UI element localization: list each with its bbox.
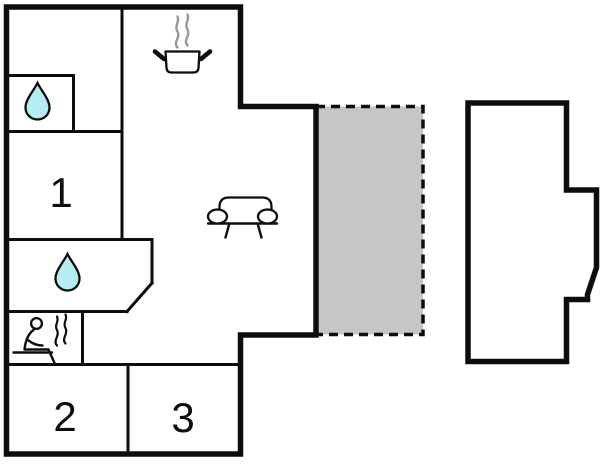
room-label-2: 2 — [53, 393, 77, 440]
terrace-area — [314, 104, 425, 337]
annex-outline — [465, 100, 600, 365]
water-drop-icon — [54, 251, 81, 292]
sofa-icon — [206, 196, 279, 239]
sauna-person-icon — [12, 313, 68, 365]
water-drop-icon — [24, 80, 51, 121]
cooking-pot-icon — [152, 13, 213, 74]
interior-walls — [5, 5, 242, 456]
room-label-3: 3 — [171, 394, 195, 441]
room-label-1: 1 — [49, 169, 73, 216]
